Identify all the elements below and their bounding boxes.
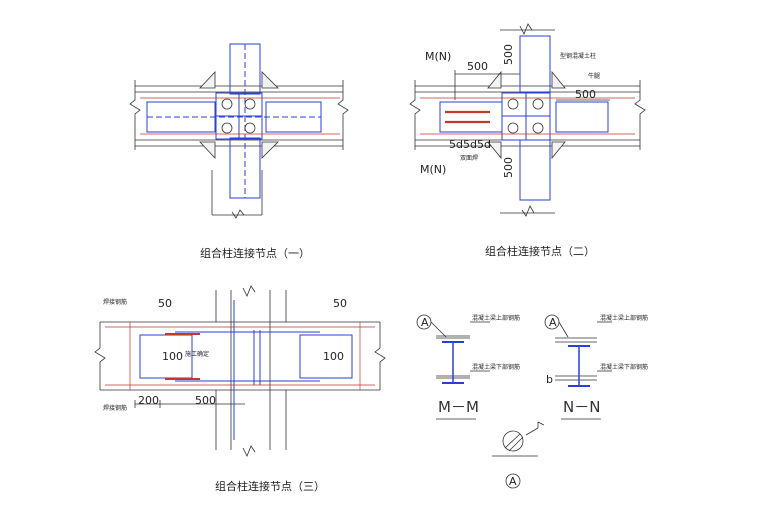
node1-steel <box>146 43 322 199</box>
section-mm <box>416 314 490 384</box>
node1-rebar <box>140 97 340 135</box>
node2-dim-5d-2: 5d <box>463 138 477 151</box>
node3-note-bottom-rebar: 焊接钢筋 <box>103 404 127 412</box>
node2-dim-500-r: 500 <box>575 88 596 101</box>
section-nn-top-note: 混凝土梁上部钢筋 <box>600 314 648 322</box>
detail-a-label: A <box>509 475 517 488</box>
node3-dim-100-right: 100 <box>323 350 344 363</box>
section-nn <box>544 314 612 387</box>
node3-rebar <box>105 322 375 390</box>
detail-a <box>492 421 545 489</box>
node2-bolts <box>507 98 544 134</box>
node3-steel <box>139 300 353 440</box>
node1-bolts <box>221 98 256 134</box>
node2-dim-500-vt: 500 <box>502 44 515 65</box>
node3-dim-50-right: 50 <box>333 297 347 310</box>
node2-mn-top: M(N) <box>425 50 451 63</box>
section-mm-label: M－M <box>438 398 479 416</box>
node2-dim-5d-1: 5d <box>449 138 463 151</box>
node3-drawing <box>94 285 386 457</box>
node2-dim-500-h: 500 <box>467 60 488 73</box>
node2-caption: 组合柱连接节点（二） <box>485 244 595 258</box>
node2-mn-bottom: M(N) <box>420 163 446 176</box>
node2-note-weld: 双面焊 <box>460 154 478 162</box>
node3-dim-50-left: 50 <box>158 297 172 310</box>
node3-note-top-rebar: 焊接钢筋 <box>103 298 127 306</box>
node2-dim-5d-3: 5d <box>477 138 491 151</box>
node3-dim-100-left: 100 <box>162 350 183 363</box>
node2-rebar <box>420 97 635 135</box>
node3-dim-500: 500 <box>195 394 216 407</box>
node2-note-rebar: 牛腿 <box>588 72 600 80</box>
node3-caption: 组合柱连接节点（三） <box>215 479 325 493</box>
section-nn-label: N－N <box>563 398 600 416</box>
section-mm-a-tag: A <box>421 316 429 329</box>
section-nn-bottom-note: 混凝土梁下部钢筋 <box>600 363 648 371</box>
node2-note-steel-column: 型钢混凝土柱 <box>560 52 596 60</box>
node1-caption: 组合柱连接节点（一） <box>200 246 310 260</box>
node2-steel <box>439 35 609 201</box>
section-nn-b: b <box>546 373 553 386</box>
section-mm-top-note: 混凝土梁上部钢筋 <box>472 314 520 322</box>
node2-dim-500-vb: 500 <box>502 157 515 178</box>
node1-drawing <box>129 70 349 219</box>
node3-dim-200: 200 <box>138 394 159 407</box>
section-mm-bottom-note: 混凝土梁下部钢筋 <box>472 363 520 371</box>
node3-note-construction: 施工确定 <box>185 350 209 358</box>
section-nn-a-tag: A <box>549 316 557 329</box>
